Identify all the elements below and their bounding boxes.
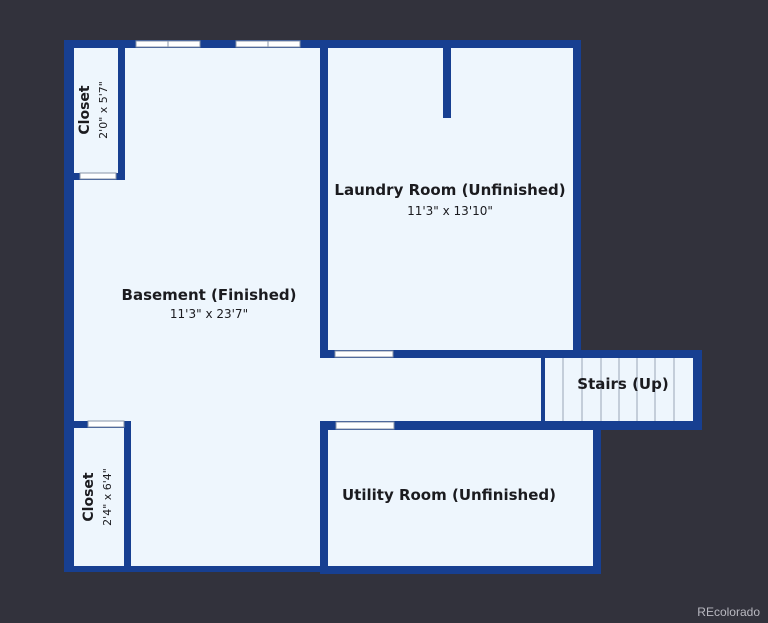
utility-right-wall xyxy=(593,422,601,572)
stairs-label: Stairs (Up) xyxy=(577,375,668,393)
closet-bottom-dims: 2'4" x 6'4" xyxy=(101,468,114,526)
laundry-label: Laundry Room (Unfinished) xyxy=(334,181,565,199)
wall-laundry-bottom xyxy=(320,350,578,358)
wall-closet-bottom-right xyxy=(124,421,131,571)
floor-hall xyxy=(320,358,545,421)
wall-closet-top-right xyxy=(118,44,125,180)
utility-bottom-wall xyxy=(320,566,601,574)
wall-basement-utility xyxy=(320,421,328,571)
wall-basement-laundry xyxy=(320,44,328,358)
windows xyxy=(135,40,301,48)
wall-stairs-left xyxy=(541,358,545,421)
doors xyxy=(79,172,395,430)
door-closet-top xyxy=(79,172,117,180)
closet-top-label: Closet xyxy=(77,85,93,135)
door-laundry xyxy=(334,350,394,358)
door-closet-bottom xyxy=(87,420,125,428)
basement-dims: 11'3" x 23'7" xyxy=(170,307,248,321)
closet-top-dims: 2'0" x 5'7" xyxy=(97,81,110,139)
utility-label: Utility Room (Unfinished) xyxy=(342,486,556,504)
watermark-logo: REcolorado xyxy=(697,605,760,619)
closet-bottom-label: Closet xyxy=(81,472,97,522)
floor-closet-bottom xyxy=(74,428,124,566)
floors xyxy=(74,48,693,566)
laundry-dims: 11'3" x 13'10" xyxy=(407,204,493,218)
wall-utility-top xyxy=(320,421,601,430)
stair-treads xyxy=(562,358,675,421)
door-utility xyxy=(335,421,395,430)
basement-label: Basement (Finished) xyxy=(122,286,297,304)
wall-laundry-stub xyxy=(443,44,451,118)
floor-utility xyxy=(328,430,593,566)
